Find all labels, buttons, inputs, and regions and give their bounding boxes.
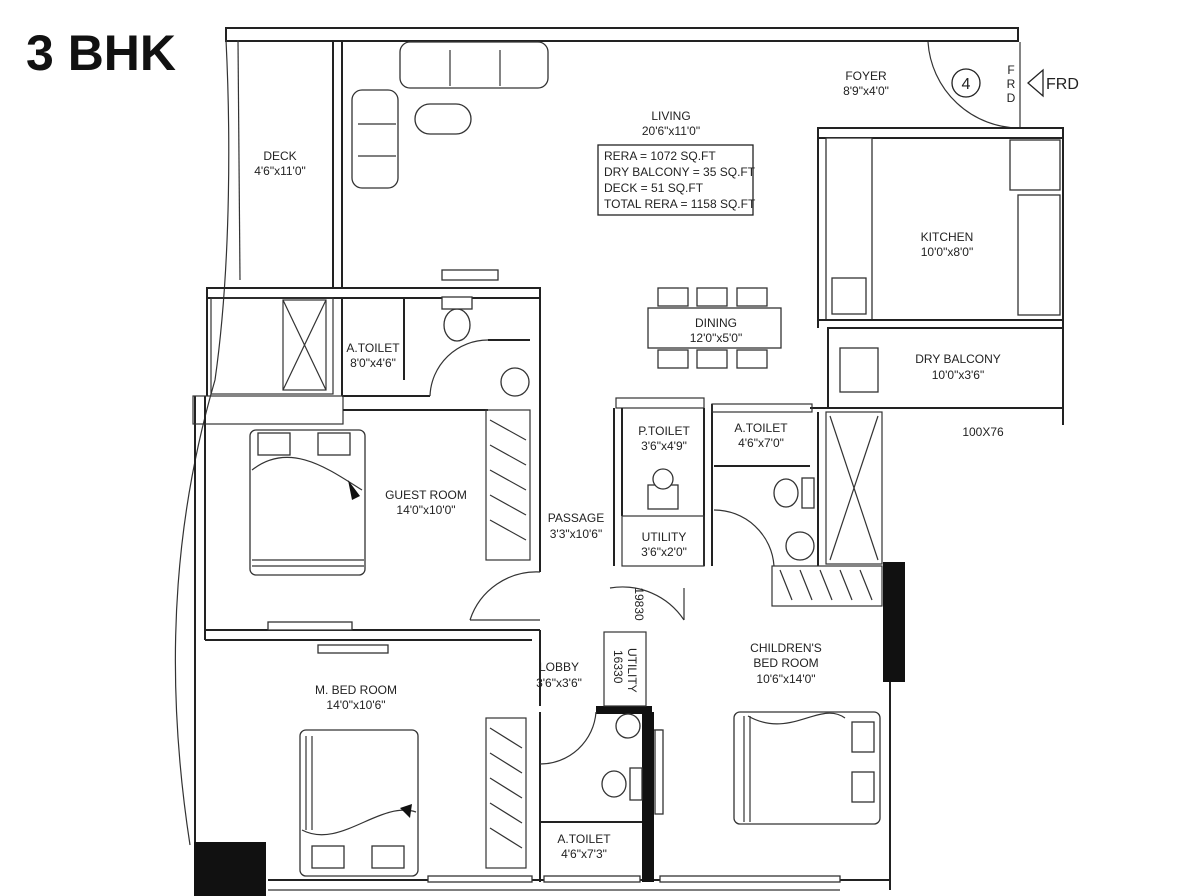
guest-room-door-swing xyxy=(469,571,541,621)
passage-size: 3'3"x10'6" xyxy=(550,527,602,541)
guest-room-walls xyxy=(192,395,540,631)
dry-balcony-label: DRY BALCONY xyxy=(915,352,1001,366)
wall-block-e xyxy=(883,562,905,682)
living-label: LIVING xyxy=(651,109,690,123)
p-toilet-size: 3'6"x4'9" xyxy=(641,439,687,453)
area-line-total: TOTAL RERA = 1158 SQ.FT xyxy=(604,197,756,211)
main-door-swing xyxy=(927,41,1021,129)
p-toilet-label: P.TOILET xyxy=(638,424,690,438)
master-bed-size: 14'0"x10'6" xyxy=(326,698,385,712)
dining-table xyxy=(647,287,782,369)
master-toilet-label: A.TOILET xyxy=(557,832,611,846)
frd-vertical-1: F xyxy=(1007,63,1014,77)
kitchen-walls xyxy=(817,127,1064,425)
window-bottom-2 xyxy=(543,875,641,883)
window-bottom-1 xyxy=(427,875,533,883)
deck-size: 4'6"x11'0" xyxy=(254,164,306,178)
child-toilet-size: 4'6"x7'0" xyxy=(738,436,784,450)
kitchen-size: 10'0"x8'0" xyxy=(921,245,973,259)
dining-size: 12'0"x5'0" xyxy=(690,331,742,345)
children-bed-label-2: BED ROOM xyxy=(753,656,818,670)
frd-vertical-3: D xyxy=(1007,91,1016,105)
passage-dim: 19830 xyxy=(632,587,646,621)
living-furniture xyxy=(351,41,549,189)
flat-number-circle xyxy=(951,68,981,98)
entry-label: FRD xyxy=(1046,76,1079,93)
living-size: 20'6"x11'0" xyxy=(642,124,700,138)
children-bedroom xyxy=(654,565,883,825)
dry-balcony-walls xyxy=(810,327,1064,409)
area-summary-box: RERA = 1072 SQ.FT DRY BALCONY = 35 SQ.FT… xyxy=(597,144,756,216)
foyer-size: 8'9"x4'0" xyxy=(843,84,889,98)
utility-size: 3'6"x2'0" xyxy=(641,545,687,559)
children-bed-size: 10'6"x14'0" xyxy=(756,672,815,686)
utility-label: UTILITY xyxy=(642,530,687,544)
foyer-label: FOYER xyxy=(845,69,887,83)
area-line-dry-balcony: DRY BALCONY = 35 SQ.FT xyxy=(604,165,756,179)
dining-label: DINING xyxy=(695,316,737,330)
window-bottom-3 xyxy=(659,875,841,883)
child-toilet-walls xyxy=(711,403,883,567)
utility-dim: 16330 xyxy=(611,650,625,684)
p-toilet-walls xyxy=(609,397,713,621)
master-bedroom xyxy=(205,639,532,877)
lobby-walls xyxy=(539,630,647,707)
child-toilet-label: A.TOILET xyxy=(734,421,788,435)
utility2-label: UTILITY xyxy=(625,648,639,693)
entry-arrow-icon xyxy=(1027,68,1044,98)
plan-title: 3 BHK xyxy=(26,25,176,81)
area-line-deck: DECK = 51 SQ.FT xyxy=(604,181,704,195)
guest-room-label: GUEST ROOM xyxy=(385,488,467,502)
window-note: 100X76 xyxy=(962,425,1004,439)
children-bed-label: CHILDREN'S xyxy=(750,641,822,655)
lobby-label: LOBBY xyxy=(539,660,579,674)
dry-balcony-size: 10'0"x3'6" xyxy=(932,368,984,382)
wall-block-toilet xyxy=(642,712,654,882)
wall-block-sw xyxy=(194,842,266,896)
master-bed-label: M. BED ROOM xyxy=(315,683,397,697)
guest-toilet-label: A.TOILET xyxy=(346,341,400,355)
guest-toilet-walls xyxy=(206,269,541,572)
frd-vertical-2: R xyxy=(1007,77,1016,91)
master-toilet xyxy=(539,711,643,882)
lobby-size: 3'6"x3'6" xyxy=(536,676,582,690)
passage-label: PASSAGE xyxy=(548,511,604,525)
guest-room-size: 14'0"x10'0" xyxy=(396,503,455,517)
deck-label: DECK xyxy=(263,149,296,163)
area-line-rera: RERA = 1072 SQ.FT xyxy=(604,149,716,163)
guest-toilet-size: 8'0"x4'6" xyxy=(350,356,396,370)
master-toilet-size: 4'6"x7'3" xyxy=(561,847,607,861)
kitchen-label: KITCHEN xyxy=(921,230,974,244)
flat-number: 4 xyxy=(962,76,971,93)
